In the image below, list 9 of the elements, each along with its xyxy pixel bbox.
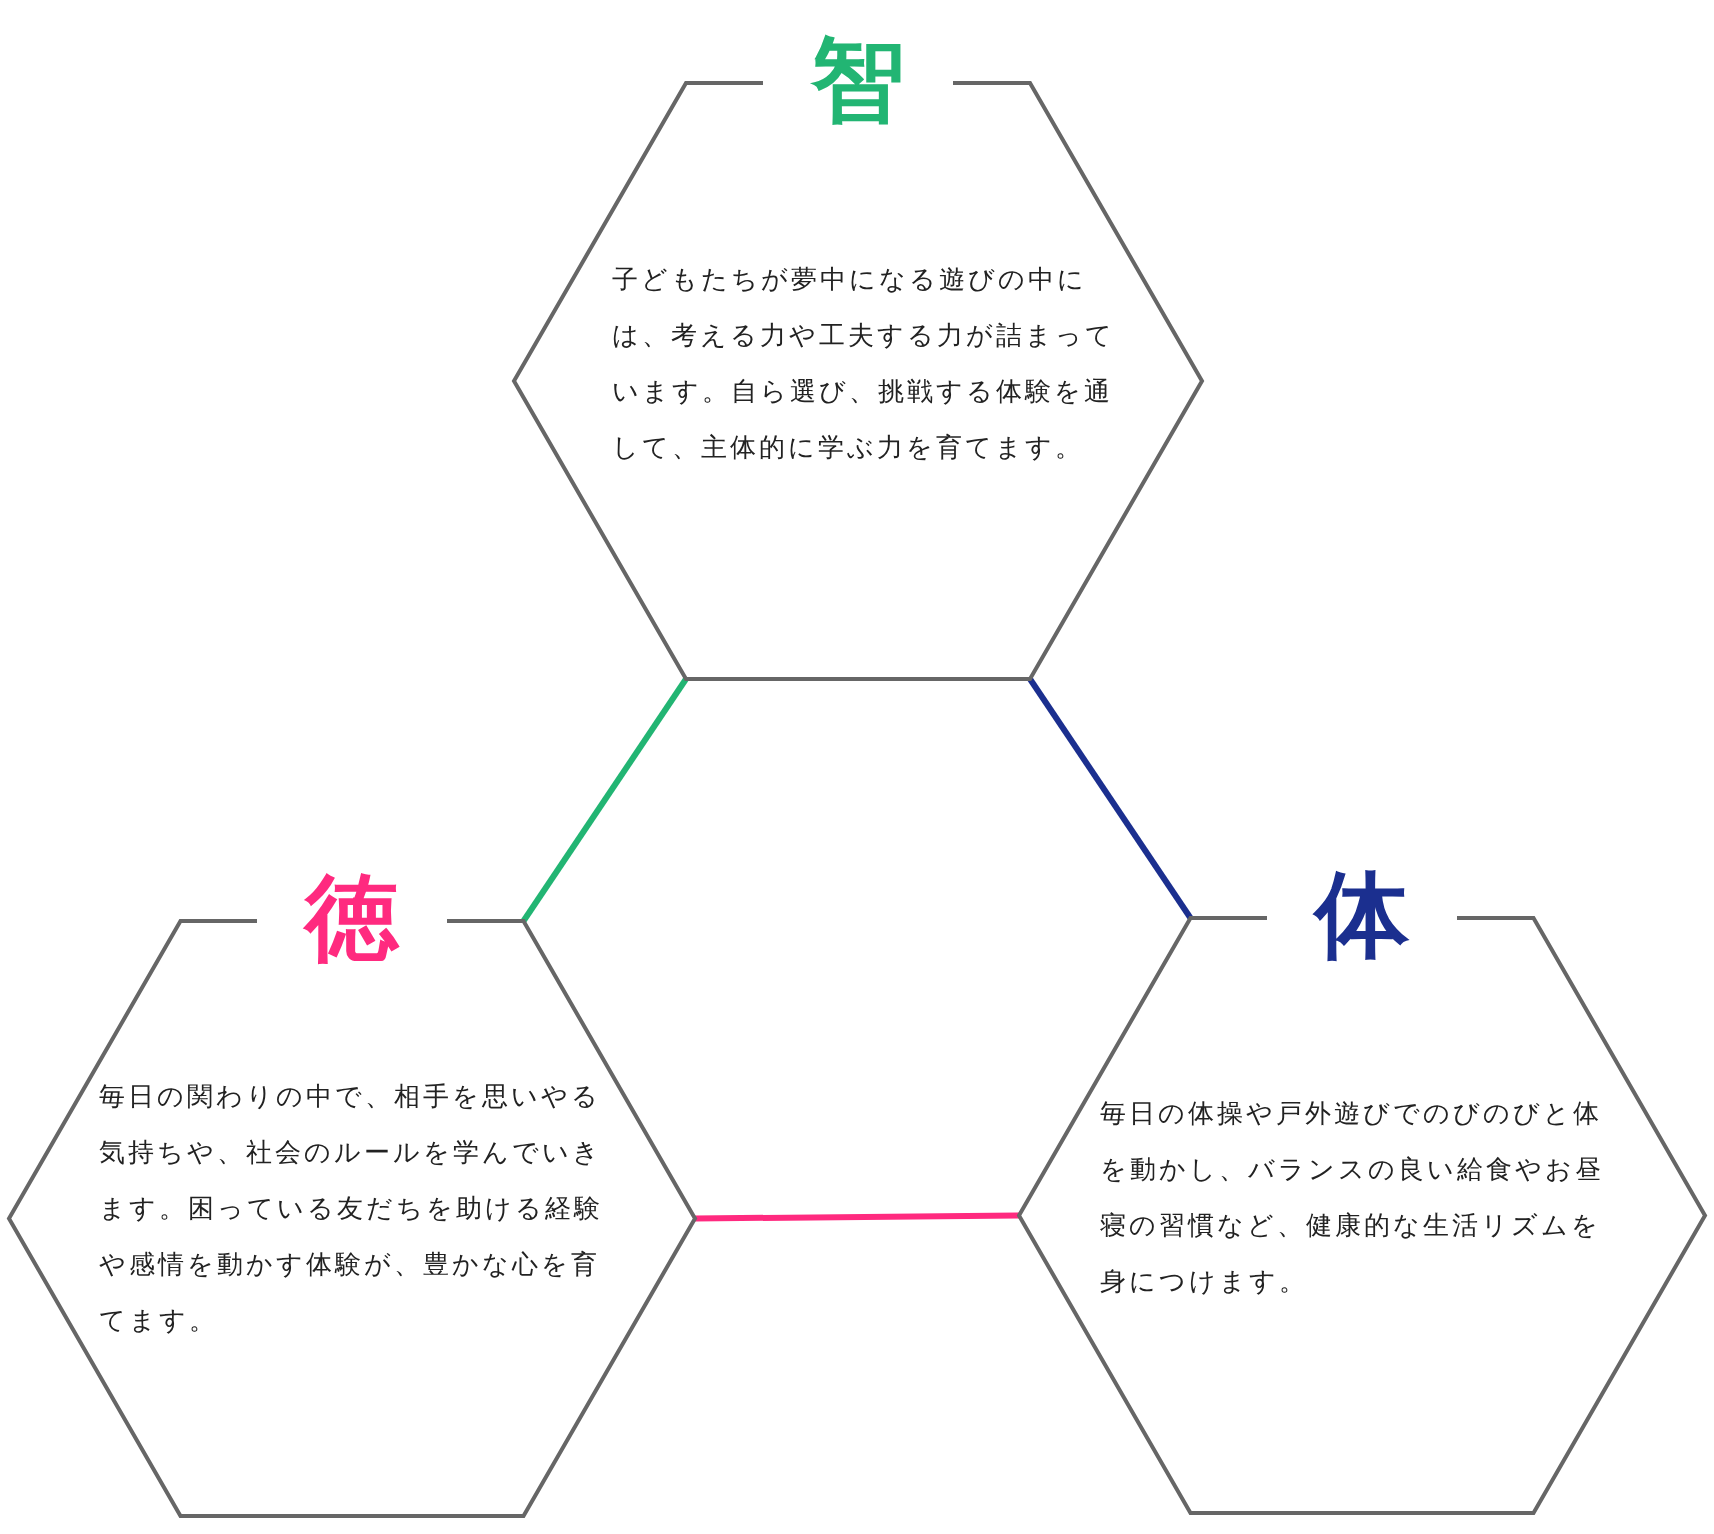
heading: 体 bbox=[1282, 868, 1442, 962]
description-text: 子どもたちが夢中になる遊びの中には、考える力や工夫する力が詰まっています。自ら選び、挑戦する体験を通して、主体的に学ぶ力を育てます。 bbox=[612, 263, 1116, 464]
description-text: 毎日の関わりの中で、相手を思いやる気持ちや、社会のルールを学んでいきます。困っている友だちを助ける経験や感情を動かす体験が、豊かな心を育てます。 bbox=[99, 1080, 604, 1337]
heading: 智 bbox=[809, 33, 906, 127]
connector-line bbox=[521, 677, 689, 923]
connector-line bbox=[1027, 677, 1193, 920]
connector-line bbox=[694, 1212, 1020, 1222]
heading: 徳 bbox=[302, 871, 401, 965]
description-text: 毎日の体操や戸外遊びでのびのびと体を動かし、バランスの良い給食やお昼寝の習慣など、健康的な生活リズムを身につけます。 bbox=[1100, 1097, 1605, 1298]
